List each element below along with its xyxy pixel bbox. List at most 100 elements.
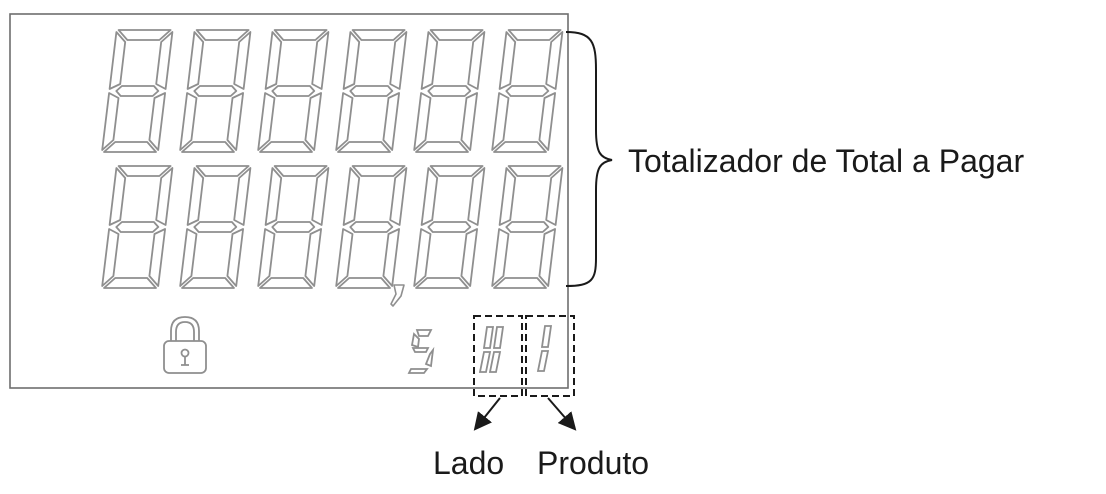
segment-f — [498, 167, 517, 226]
decimal-comma — [390, 284, 405, 307]
segment-c — [226, 92, 245, 151]
segment-d — [415, 141, 469, 153]
segment-d — [259, 141, 313, 153]
bottom-digit-6 — [491, 165, 564, 289]
segment-e — [413, 228, 432, 287]
segment-f — [186, 31, 205, 90]
segment-e — [101, 92, 120, 151]
segment-e — [179, 92, 198, 151]
segment-c — [304, 92, 323, 151]
totalizer-label: Totalizador de Total a Pagar — [628, 143, 1024, 179]
segment-g — [271, 221, 316, 233]
segment-c — [460, 228, 479, 287]
segment-c — [226, 228, 245, 287]
segment-g — [349, 221, 394, 233]
segment-g — [427, 85, 472, 97]
top-digit-5 — [413, 29, 486, 153]
segment-d — [493, 141, 547, 153]
segment-f — [108, 31, 127, 90]
segment-e — [257, 92, 276, 151]
segment-b — [233, 167, 252, 226]
top-digit-1 — [101, 29, 174, 153]
segment-b — [155, 167, 174, 226]
lado-highlight-box — [473, 315, 523, 397]
top-digit-2 — [179, 29, 252, 153]
segment-b — [467, 31, 486, 90]
segment-b — [545, 31, 564, 90]
segment-e — [179, 228, 198, 287]
segment-d — [415, 277, 469, 289]
segment-a — [273, 165, 328, 177]
segment-g — [193, 85, 238, 97]
segment-f — [342, 31, 361, 90]
segment-f — [264, 167, 283, 226]
side-label: Lado — [433, 445, 504, 481]
segment-c — [304, 228, 323, 287]
segment-d — [181, 141, 235, 153]
lado-digit-segments — [478, 326, 505, 373]
segment-c — [382, 228, 401, 287]
segment-c — [460, 92, 479, 151]
segment-a — [117, 29, 172, 41]
segment-b — [389, 167, 408, 226]
segment-b — [467, 167, 486, 226]
segment-a — [351, 165, 406, 177]
status-digits — [407, 325, 553, 374]
produto-digit-segments — [536, 325, 553, 372]
curly-brace — [565, 31, 613, 287]
segment-c — [538, 92, 556, 151]
segment-e — [491, 92, 510, 151]
segment-d — [259, 277, 313, 289]
segment-c — [148, 228, 167, 287]
segment-b — [233, 31, 252, 90]
bottom-digit-4 — [335, 165, 408, 289]
segment-a — [507, 165, 562, 177]
segment-e — [257, 228, 276, 287]
segment-a — [507, 29, 562, 41]
segment-g — [505, 221, 550, 233]
segment-b — [155, 31, 174, 90]
bottom-digit-2 — [179, 165, 252, 289]
status-digit-5 — [407, 329, 435, 374]
lock-icon — [163, 316, 207, 374]
segment-c — [148, 92, 167, 151]
bottom-digit-row — [101, 165, 564, 289]
segment-a — [195, 165, 250, 177]
segment-b — [389, 31, 408, 90]
segment-f — [264, 31, 283, 90]
segment-g — [505, 85, 550, 97]
segment-d — [103, 277, 157, 289]
lcd-frame — [9, 13, 569, 389]
bottom-digit-3 — [257, 165, 330, 289]
produto-arrow — [547, 397, 577, 431]
segment-g — [427, 221, 472, 233]
segment-a — [195, 29, 250, 41]
segment-d — [337, 277, 391, 289]
lado-arrow — [473, 397, 501, 431]
top-digit-6 — [491, 29, 564, 153]
segment-g — [193, 221, 238, 233]
top-digit-row — [101, 29, 564, 153]
segment-f — [342, 167, 361, 226]
segment-e — [335, 92, 354, 151]
product-label: Produto — [537, 445, 649, 481]
segment-b — [311, 31, 330, 90]
segment-c — [538, 228, 556, 287]
segment-g — [271, 85, 316, 97]
top-digit-4 — [335, 29, 408, 153]
segment-f — [420, 167, 439, 226]
segment-g — [349, 85, 394, 97]
segment-d — [103, 141, 157, 153]
segment-a — [429, 29, 484, 41]
segment-d — [493, 277, 547, 289]
produto-highlight-box — [525, 315, 575, 397]
segment-e — [491, 228, 510, 287]
segment-g — [115, 221, 160, 233]
bottom-digit-1 — [101, 165, 174, 289]
segment-a — [117, 165, 172, 177]
segment-d — [337, 141, 391, 153]
segment-a — [351, 29, 406, 41]
segment-e — [413, 92, 432, 151]
segment-f — [420, 31, 439, 90]
